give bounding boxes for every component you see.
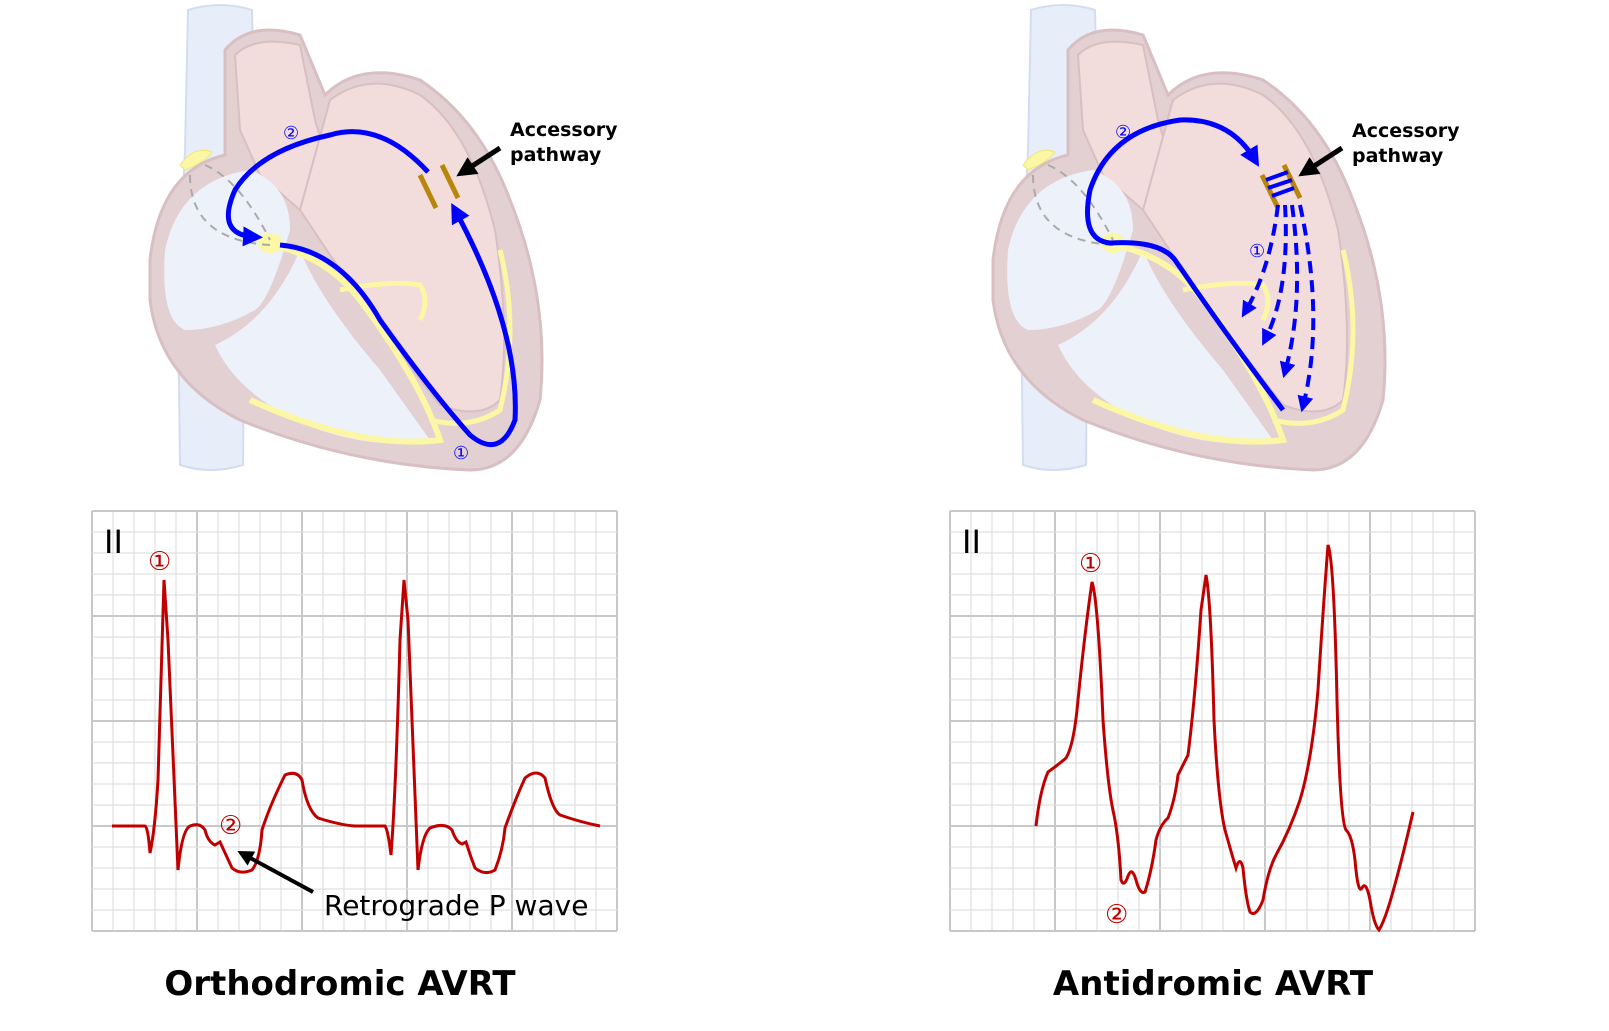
pathway-pointer-arrow (456, 145, 502, 177)
antidromic-ecg-grid (949, 510, 1476, 932)
antidromic-heart-illustration: Accessory pathway ② ① (993, 5, 1460, 470)
ecg-lead-label: II (104, 523, 123, 561)
accessory-pathway-label: Accessory (1352, 120, 1460, 142)
retrograde-p-pointer-arrow (237, 850, 314, 894)
antegrade-preexcitation-arrows (1241, 204, 1316, 413)
ecg-marker-2: ② (1105, 900, 1128, 930)
accessory-pathway-label: pathway (1352, 145, 1444, 167)
accessory-pathway-marker (1259, 173, 1281, 210)
accessory-pathway-marker (417, 173, 439, 210)
accessory-pathway-label: Accessory (510, 119, 618, 141)
antegrade-conduction-arrow (279, 202, 518, 447)
orthodromic-title: Orthodromic AVRT (164, 964, 516, 1004)
ecg-marker-1: ① (148, 547, 171, 577)
orthodromic-heart-illustration: Accessory pathway ② ① (150, 5, 618, 470)
heart-marker-2: ② (283, 123, 299, 144)
accessory-pathway-marker (439, 163, 461, 200)
ecg-trace (112, 579, 601, 875)
retrograde-p-wave-label: Retrograde P wave (324, 889, 588, 922)
pathway-pointer-arrow (1298, 145, 1344, 177)
retrograde-conduction-arrow (225, 129, 430, 247)
orthodromic-ecg: II ① ② Retrograde P wave (104, 523, 601, 922)
heart-marker-1: ① (1249, 241, 1265, 262)
ecg-lead-label: II (962, 523, 981, 561)
ecg-trace (1034, 544, 1415, 933)
heart-marker-1: ① (453, 443, 469, 464)
ecg-marker-2: ② (219, 811, 242, 841)
orthodromic-ecg-grid (91, 510, 618, 932)
ecg-marker-1: ① (1079, 549, 1102, 579)
accessory-pathway-label: pathway (510, 144, 602, 166)
antidromic-title: Antidromic AVRT (1053, 964, 1374, 1004)
retrograde-conduction-arrow (1085, 117, 1285, 412)
antidromic-ecg: II ① ② (962, 523, 1415, 933)
heart-marker-2: ② (1115, 122, 1131, 143)
